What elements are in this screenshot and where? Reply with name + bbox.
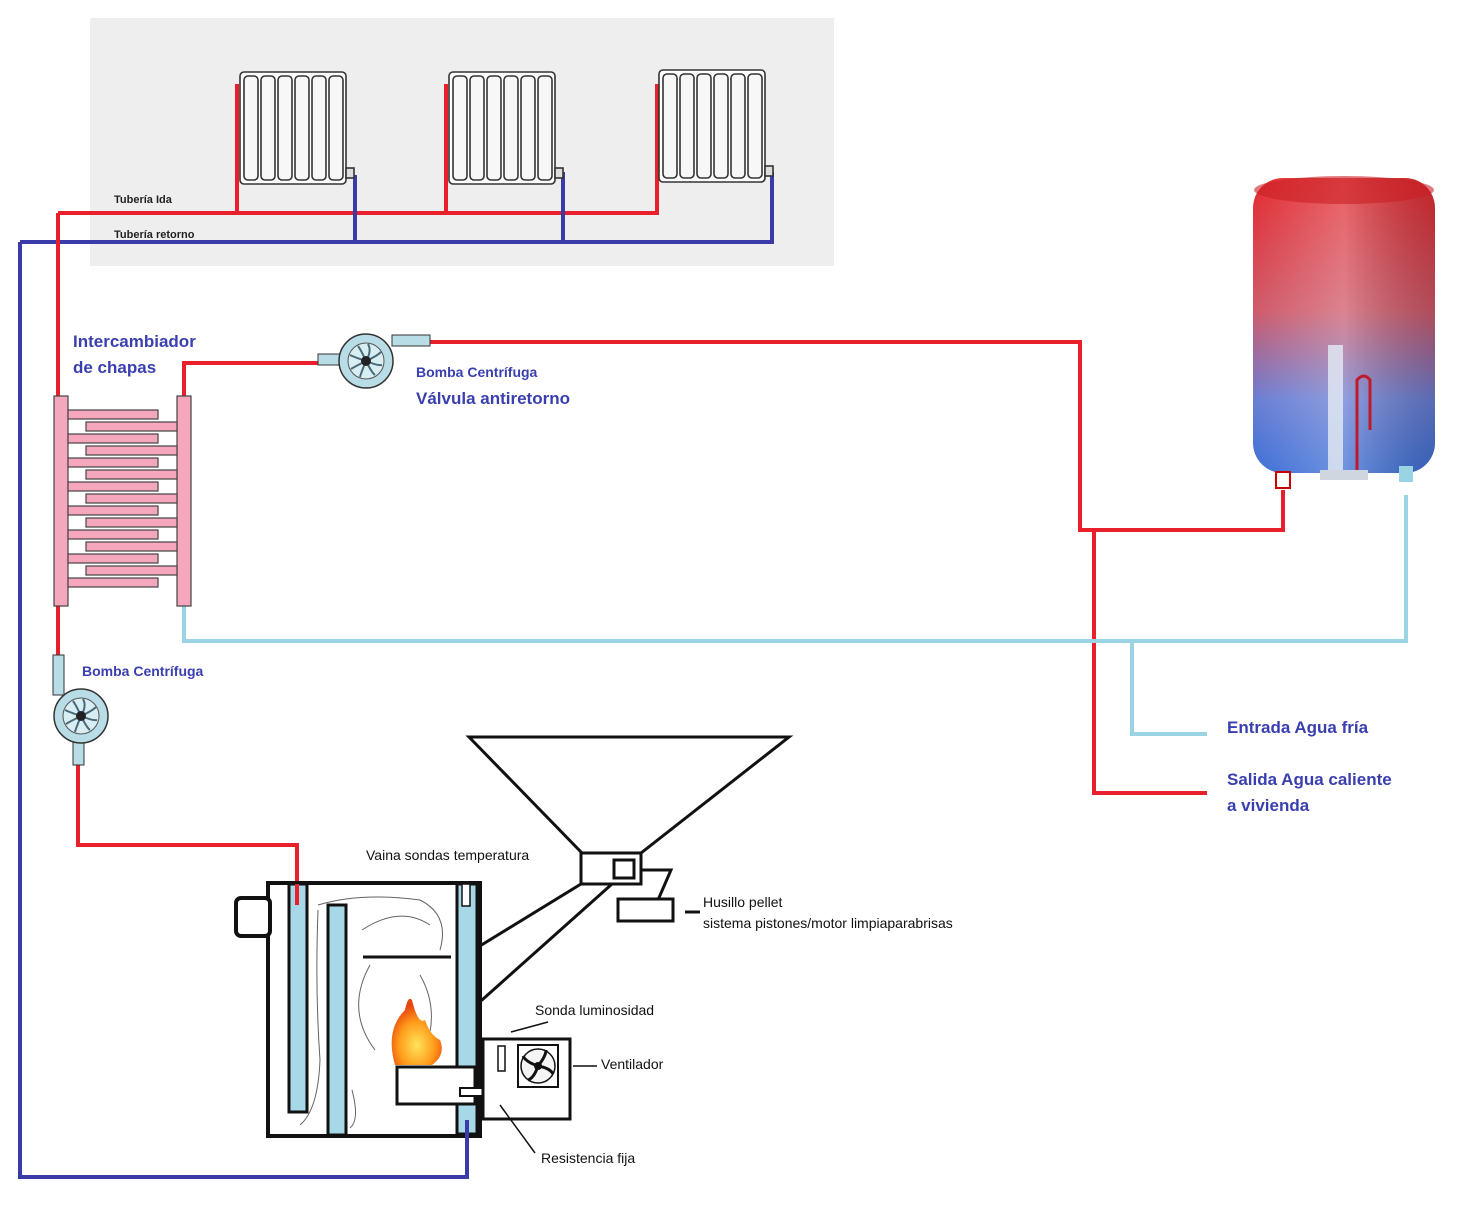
auger-label-line2: sistema pistones/motor limpiaparabrisas xyxy=(703,915,953,931)
radiator-panel: Tubería Ida Tubería retorno xyxy=(20,18,834,266)
pump-icon xyxy=(338,333,394,389)
probe-sleeve-label: Vaina sondas temperatura xyxy=(366,847,529,863)
bottom-centrifugal-pump: Bomba Centrífuga xyxy=(52,654,204,766)
hot-outlet-label-line2: a vivienda xyxy=(1227,796,1310,815)
pump-icon xyxy=(53,688,109,744)
light-sensor-label: Sonda luminosidad xyxy=(535,1002,654,1018)
cold-water-pipes xyxy=(182,495,1408,736)
pellet-hopper xyxy=(465,735,794,923)
flame-icon xyxy=(391,998,442,1065)
return-pipe-label: Tubería retorno xyxy=(114,229,195,241)
resistor-label: Resistencia fija xyxy=(541,1150,635,1166)
radiator-icon xyxy=(239,71,355,185)
fan-icon xyxy=(517,1044,559,1088)
top-pump-label: Bomba Centrífuga xyxy=(416,364,538,380)
supply-pipe xyxy=(58,84,659,215)
hot-circuit-pipes xyxy=(56,213,1285,884)
return-pipe xyxy=(20,172,774,244)
top-centrifugal-pump: Bomba Centrífuga Válvula antiretorno xyxy=(317,333,570,408)
radiator-icon xyxy=(448,71,564,185)
radiator-icon xyxy=(658,69,774,183)
exchanger-label-line1: Intercambiador xyxy=(73,332,196,351)
bottom-pump-label: Bomba Centrífuga xyxy=(82,663,204,679)
water-heater-icon xyxy=(1253,176,1435,489)
exchanger-label-line2: de chapas xyxy=(73,358,156,377)
check-valve-label: Válvula antiretorno xyxy=(416,389,570,408)
cold-inlet-label: Entrada Agua fría xyxy=(1227,718,1369,737)
plate-heat-exchanger: Intercambiador de chapas xyxy=(53,332,196,607)
hot-outlet-label-line1: Salida Agua caliente xyxy=(1227,770,1392,789)
return-circuit-pipes xyxy=(18,242,469,1179)
fan-label: Ventilador xyxy=(601,1056,664,1072)
pellet-stove xyxy=(234,881,597,1154)
auger-label-line1: Husillo pellet xyxy=(703,894,782,910)
supply-pipe-label: Tubería Ida xyxy=(114,194,173,206)
